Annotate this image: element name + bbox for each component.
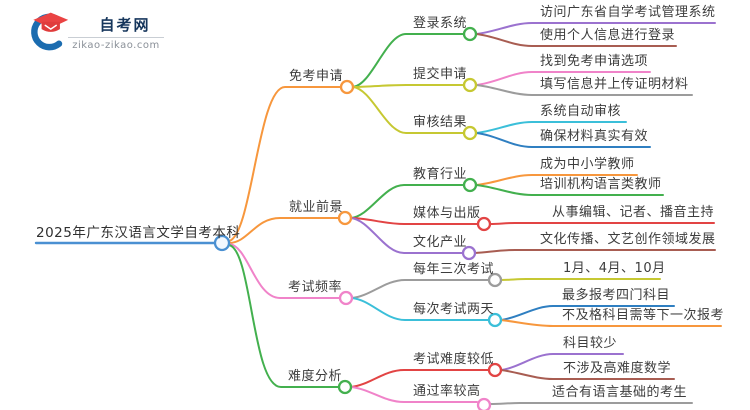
branch-career-prospects: 就业前景 <box>289 200 344 215</box>
line-cultural-communication <box>474 249 716 254</box>
node-circle-submit-application <box>462 77 478 93</box>
leaf-retake-next-time: 不及格科目需等下一次报考 <box>562 308 725 323</box>
line-cultural-industry <box>350 217 464 254</box>
line-high-pass-rate <box>350 386 478 403</box>
node-circle-frequency <box>338 290 354 306</box>
node-submit-application: 提交申请 <box>413 67 468 82</box>
line-retake-next-time <box>500 319 722 327</box>
node-review-result: 审核结果 <box>413 115 468 130</box>
line-two-days <box>351 297 490 321</box>
line-three-exams <box>351 279 490 299</box>
line-low-difficulty <box>350 369 490 388</box>
node-circle-three-exams <box>487 272 503 288</box>
node-circle-login-system <box>462 26 478 42</box>
node-circle-difficulty <box>337 379 353 395</box>
node-three-exams-per-year: 每年三次考试 <box>413 262 495 277</box>
node-circle-high-pass-rate <box>476 397 492 410</box>
leaf-training-institution-teacher: 培训机构语言类教师 <box>540 177 662 192</box>
branch-line-career <box>228 217 339 244</box>
line-login-with-personal-info <box>475 33 677 47</box>
branch-line-frequency <box>228 243 340 299</box>
node-cultural-industry: 文化产业 <box>413 235 468 250</box>
line-editor-reporter-broadcaster <box>489 222 715 225</box>
branch-difficulty-analysis: 难度分析 <box>288 369 343 384</box>
node-education-industry: 教育行业 <box>413 167 468 182</box>
site-logo: 自考网 zikao-zikao.com <box>24 6 174 56</box>
line-media-publishing <box>350 217 479 225</box>
leaf-primary-secondary-teacher: 成为中小学教师 <box>540 157 635 172</box>
leaf-exam-months: 1月、4月、10月 <box>563 261 666 276</box>
root-node-label: 2025年广东汉语言文学自考本科 <box>36 225 241 241</box>
leaf-few-subjects: 科目较少 <box>563 336 618 351</box>
line-education-industry <box>350 184 465 219</box>
leaf-max-four-subjects: 最多报考四门科目 <box>562 288 671 303</box>
branch-line-difficulty <box>228 244 339 388</box>
node-circle-career <box>337 210 353 226</box>
line-primary-secondary-teacher <box>475 174 638 186</box>
node-two-days-per-exam: 每次考试两天 <box>413 302 495 317</box>
branch-exemption-application: 免考申请 <box>289 69 344 84</box>
root-node-circle <box>213 234 231 252</box>
line-review-result <box>352 86 465 134</box>
logo-domain: zikao-zikao.com <box>72 40 160 51</box>
leaf-ensure-materials-valid: 确保材料真实有效 <box>540 129 649 144</box>
graduation-cap-icon <box>31 12 69 51</box>
line-suitable-for-language-learners <box>489 402 693 405</box>
branch-exam-frequency: 考试频率 <box>288 280 343 295</box>
node-circle-review-result <box>462 125 478 141</box>
node-media-publishing: 媒体与出版 <box>413 206 481 221</box>
branch-line-exemption <box>228 86 341 242</box>
line-fill-info-upload-proof <box>475 84 693 96</box>
node-high-pass-rate: 通过率较高 <box>413 384 481 399</box>
line-submit-application <box>352 84 465 88</box>
node-circle-education-industry <box>462 177 478 193</box>
leaf-visit-management-system: 访问广东省自学考试管理系统 <box>540 5 716 20</box>
node-circle-media-publishing <box>476 216 492 232</box>
line-login-system <box>352 33 465 88</box>
line-max-four-subjects <box>500 305 675 321</box>
node-circle-two-days <box>487 312 503 328</box>
leaf-no-advanced-math: 不涉及高难度数学 <box>563 361 672 376</box>
logo-divider <box>68 37 164 38</box>
line-ensure-materials-valid <box>475 132 651 148</box>
line-no-advanced-math <box>500 369 675 380</box>
leaf-login-with-personal-info: 使用个人信息进行登录 <box>540 28 676 43</box>
node-circle-low-difficulty <box>487 362 503 378</box>
logo-title: 自考网 <box>99 16 151 34</box>
node-low-difficulty: 考试难度较低 <box>413 352 495 367</box>
node-login-system: 登录系统 <box>413 16 468 31</box>
leaf-cultural-communication: 文化传播、文艺创作领域发展 <box>540 232 716 247</box>
leaf-auto-review: 系统自动审核 <box>540 104 622 119</box>
leaf-find-exemption-option: 找到免考申请选项 <box>540 54 649 69</box>
leaf-suitable-for-language-learners: 适合有语言基础的考生 <box>552 385 688 400</box>
node-circle-exemption <box>339 79 355 95</box>
line-auto-review <box>475 121 627 134</box>
line-exam-months <box>500 278 661 281</box>
leaf-fill-info-upload-proof: 填写信息并上传证明材料 <box>540 77 689 92</box>
leaf-editor-reporter-broadcaster: 从事编辑、记者、播音主持 <box>552 205 715 220</box>
line-few-subjects <box>500 353 624 371</box>
line-training-institution-teacher <box>475 184 664 196</box>
line-find-exemption-option <box>475 71 651 86</box>
node-circle-cultural-industry <box>461 245 477 261</box>
line-visit-management-system <box>475 22 716 35</box>
